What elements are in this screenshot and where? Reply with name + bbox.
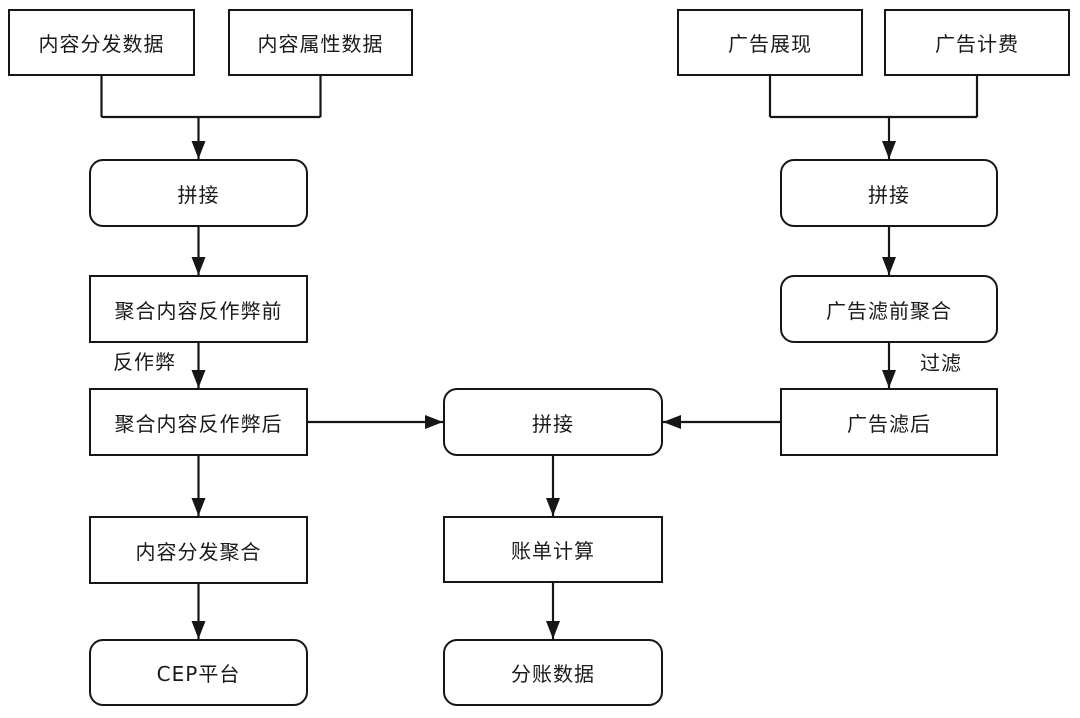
node-ad-billing: 广告计费 — [884, 9, 1070, 76]
node-bill-calc: 账单计算 — [443, 516, 663, 583]
node-content-dist-agg: 内容分发聚合 — [89, 516, 308, 584]
edge-label-filter: 过滤 — [920, 351, 962, 375]
node-content-attr-data: 内容属性数据 — [228, 9, 413, 76]
node-join-center: 拼接 — [443, 388, 663, 456]
node-label-ad-pre-filter-agg: 广告滤前聚合 — [826, 298, 952, 323]
node-join-left: 拼接 — [89, 159, 308, 227]
node-ad-pre-filter-agg: 广告滤前聚合 — [780, 275, 998, 343]
node-split-account-data: 分账数据 — [443, 639, 663, 706]
node-label-agg-content-post-anticheat: 聚合内容反作弊后 — [114, 411, 283, 436]
node-label-join-center: 拼接 — [532, 411, 574, 436]
node-label-ad-billing: 广告计费 — [935, 32, 1019, 56]
node-label-content-dist-agg: 内容分发聚合 — [135, 539, 262, 564]
node-label-join-left: 拼接 — [177, 182, 220, 207]
node-ad-display: 广告展现 — [677, 9, 863, 76]
node-label-bill-calc: 账单计算 — [511, 539, 595, 563]
node-label-ad-display: 广告展现 — [728, 32, 812, 56]
node-agg-content-post-anticheat: 聚合内容反作弊后 — [89, 388, 308, 456]
node-join-right: 拼接 — [780, 159, 998, 227]
node-agg-content-pre-anticheat: 聚合内容反作弊前 — [89, 275, 308, 343]
node-label-content-attr-data: 内容属性数据 — [257, 32, 384, 56]
node-cep-platform: CEP平台 — [89, 639, 308, 706]
node-content-dist-data: 内容分发数据 — [8, 9, 195, 76]
node-label-agg-content-pre-anticheat: 聚合内容反作弊前 — [114, 298, 283, 323]
node-label-split-account-data: 分账数据 — [511, 662, 595, 686]
node-label-ad-post-filter: 广告滤后 — [847, 411, 931, 436]
node-ad-post-filter: 广告滤后 — [780, 388, 998, 456]
edges-group — [100, 76, 979, 639]
edge-label-anticheat: 反作弊 — [113, 350, 176, 374]
node-label-join-right: 拼接 — [868, 182, 910, 207]
node-label-content-dist-data: 内容分发数据 — [38, 32, 165, 56]
node-label-cep-platform: CEP平台 — [156, 662, 241, 686]
